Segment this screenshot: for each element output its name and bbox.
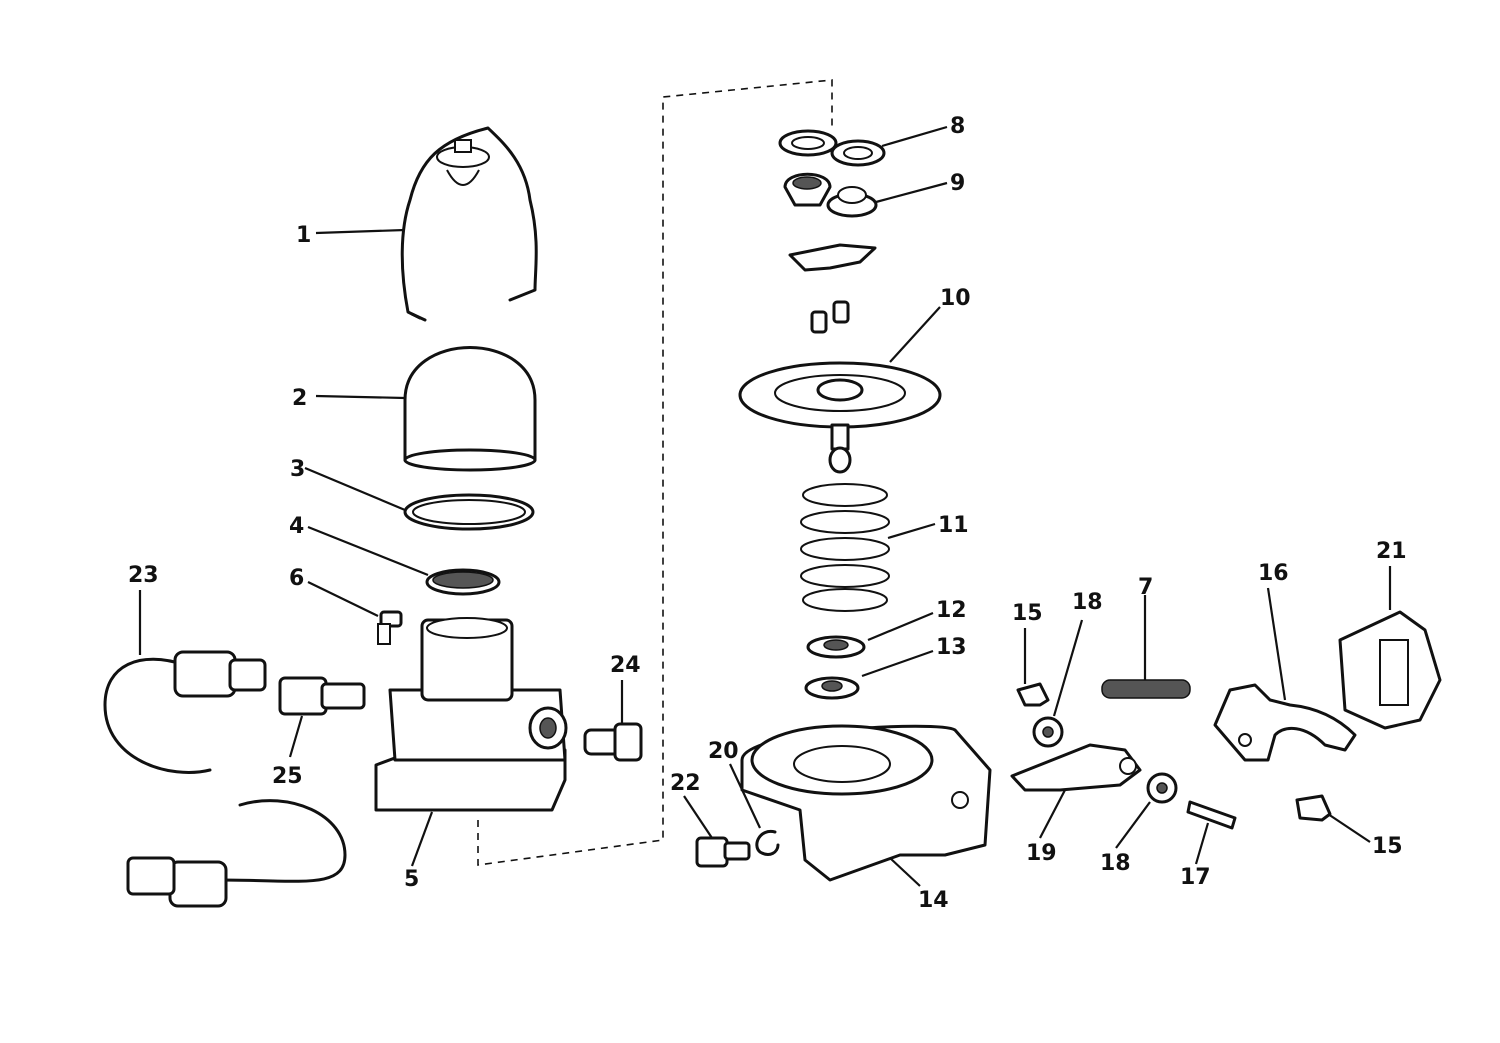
part-19-rocker-link (1010, 743, 1142, 792)
label-7: 7 (1138, 575, 1153, 600)
part-15-clip-lower (1295, 794, 1332, 822)
part-13-seal (804, 676, 860, 700)
part-3-gasket (403, 493, 535, 531)
label-10: 10 (940, 286, 971, 311)
part-11-spring (800, 483, 890, 612)
part-4-screen (425, 568, 501, 596)
part-21-gasket (1338, 610, 1442, 730)
label-3: 3 (290, 457, 305, 482)
label-6: 6 (289, 566, 304, 591)
label-11: 11 (938, 513, 969, 538)
label-21: 21 (1376, 539, 1407, 564)
part-22-bolt (695, 836, 751, 868)
part-7-spring (1101, 679, 1191, 699)
label-15-upper: 15 (1012, 601, 1043, 626)
label-8: 8 (950, 114, 965, 139)
label-19: 19 (1026, 841, 1057, 866)
label-13: 13 (936, 635, 967, 660)
part-6-screw (377, 610, 403, 645)
leader-lines (138, 125, 1392, 887)
label-14: 14 (918, 888, 949, 913)
part-23-hose (103, 650, 347, 908)
label-9: 9 (950, 171, 965, 196)
assembly-dashed-line (477, 79, 833, 866)
label-23: 23 (128, 563, 159, 588)
label-17: 17 (1180, 865, 1211, 890)
part-24-fitting (583, 722, 643, 762)
part-10-diaphragm (738, 361, 942, 474)
part-20-lock-washer (755, 829, 780, 856)
part-14-pump-body (740, 724, 992, 882)
label-22: 22 (670, 771, 701, 796)
label-15-lower: 15 (1372, 834, 1403, 859)
label-25: 25 (272, 764, 303, 789)
part-18-washer-lower (1146, 772, 1178, 804)
part-12-seat (806, 635, 866, 659)
part-25-connector (278, 676, 366, 716)
retainer-screws (810, 300, 850, 334)
part-2-glass-bowl (403, 346, 537, 472)
part-9-valves (783, 172, 878, 218)
label-2: 2 (292, 386, 307, 411)
label-18-lower: 18 (1100, 851, 1131, 876)
part-17-pin (1186, 800, 1237, 830)
label-12: 12 (936, 598, 967, 623)
part-18-washer-upper (1032, 716, 1064, 748)
part-15-clip-upper (1016, 682, 1050, 707)
part-16-rocker-arm (1213, 683, 1357, 762)
part-1-bail-wire (400, 126, 538, 322)
part-8-gaskets (778, 129, 886, 167)
label-18-upper: 18 (1072, 590, 1103, 615)
label-16: 16 (1258, 561, 1289, 586)
valve-retainer (788, 243, 877, 272)
label-20: 20 (708, 739, 739, 764)
label-24: 24 (610, 653, 641, 678)
part-5-body (374, 617, 568, 812)
label-4: 4 (289, 514, 304, 539)
label-1: 1 (296, 223, 311, 248)
label-5: 5 (404, 867, 419, 892)
